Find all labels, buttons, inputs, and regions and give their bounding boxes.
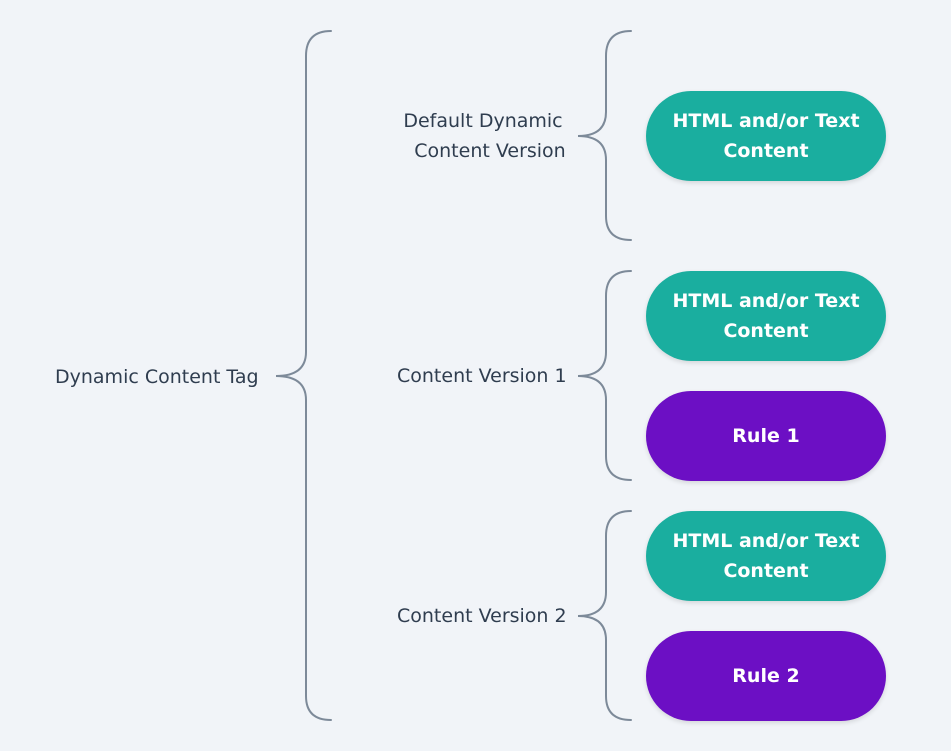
version-label-2-text: Content Version 2 [397,605,567,627]
root-label: Dynamic Content Tag [55,366,259,388]
version-1-content-pill: HTML and/or Text Content [646,271,886,361]
default-content-pill-line-2: Content [723,140,809,162]
version-label-default-line-1: Default Dynamic [403,110,563,132]
version-1-content-pill-line-1: HTML and/or Text [672,290,860,312]
version-1-content-pill-line-2: Content [723,320,809,342]
version-label-default: Default Dynamic Content Version [396,106,570,166]
version-2-content-pill-line-1: HTML and/or Text [672,530,860,552]
version-label-1-text: Content Version 1 [397,365,567,387]
default-content-pill: HTML and/or Text Content [646,91,886,181]
default-content-pill-line-1: HTML and/or Text [672,110,860,132]
default-version-brace [577,30,632,241]
version-label-default-line-2: Content Version [414,140,566,162]
version-2-content-pill: HTML and/or Text Content [646,511,886,601]
version-1-rule-pill-text: Rule 1 [732,425,800,447]
version-2-rule-pill: Rule 2 [646,631,886,721]
version-2-content-pill-line-2: Content [723,560,809,582]
version-1-rule-pill: Rule 1 [646,391,886,481]
version-2-brace [577,510,632,721]
version-2-rule-pill-text: Rule 2 [732,665,800,687]
root-brace [275,30,332,721]
version-label-2: Content Version 2 [397,601,567,631]
version-1-brace [577,270,632,481]
version-label-1: Content Version 1 [397,361,567,391]
